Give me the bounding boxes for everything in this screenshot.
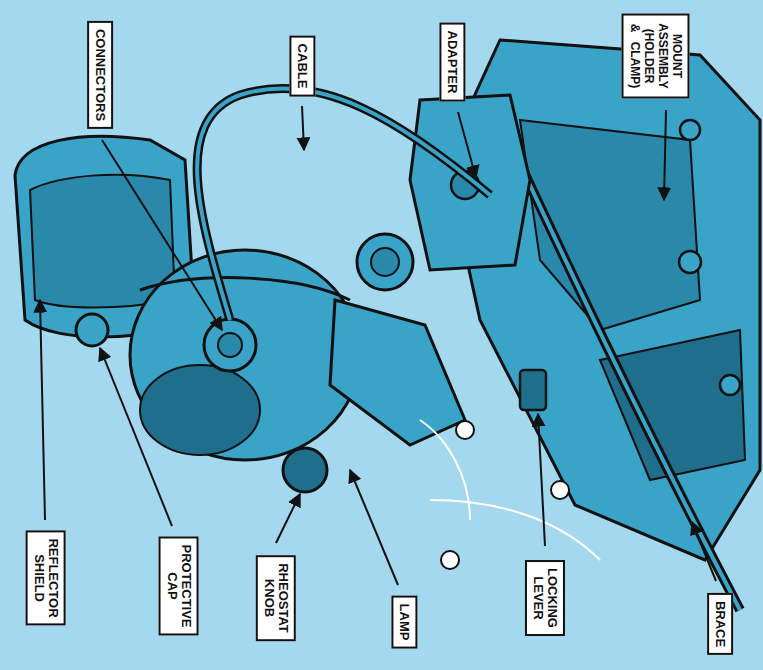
protective-cap (76, 314, 108, 346)
callout-label: ADAPTER (439, 23, 465, 102)
mount-shadow (600, 330, 745, 480)
wing-nut (456, 421, 474, 439)
lamp-body-shadow (140, 365, 260, 455)
callout-label: LAMP (391, 596, 417, 649)
callout-label: CONNECTORS (87, 21, 113, 129)
connector (218, 333, 242, 357)
label-text: BRACE (713, 601, 727, 647)
leader-lines (40, 106, 716, 585)
leader-line (692, 522, 716, 581)
locking-lever (520, 370, 546, 410)
bolt (720, 375, 740, 395)
label-text: MOUNT ASSEMBLY (HOLDER & CLAMP) (627, 22, 683, 91)
cable (197, 88, 490, 320)
wing-nut (551, 481, 569, 499)
leader-line (100, 348, 172, 526)
leader-line (276, 494, 300, 543)
label-text: CONNECTORS (93, 29, 107, 121)
leader-line (458, 112, 476, 178)
wing-nut (441, 551, 459, 569)
callout-label: PROTECTIVE CAP (158, 536, 198, 635)
callout-label: LOCKING LEVER (525, 560, 565, 636)
label-text: CABLE (295, 44, 309, 89)
callout-label: REFLECTOR SHIELD (25, 530, 65, 625)
leader-line (350, 470, 398, 585)
callout-label: BRACE (707, 593, 733, 655)
label-text: PROTECTIVE CAP (164, 544, 192, 627)
leader-line (102, 140, 222, 330)
leader-line (538, 414, 545, 546)
leader-line (302, 106, 304, 150)
callout-label: CABLE (289, 36, 315, 97)
leader-line (664, 110, 666, 200)
connector (204, 319, 256, 371)
label-text: RHEOSTAT KNOB (262, 563, 290, 633)
bolt (679, 251, 701, 273)
callout-label: MOUNT ASSEMBLY (HOLDER & CLAMP) (621, 14, 689, 99)
lamp-body (130, 250, 360, 460)
brace-bar (495, 110, 740, 610)
clamp-band (140, 278, 350, 300)
bolt (680, 120, 700, 140)
label-text: REFLECTOR SHIELD (31, 538, 59, 617)
cable (197, 88, 490, 320)
brace-bar (495, 110, 740, 610)
rheostat-knob (283, 448, 327, 492)
leader-line (40, 300, 45, 520)
label-text: LAMP (397, 604, 411, 641)
label-text: LOCKING LEVER (531, 568, 559, 628)
vehicle-outline (420, 420, 600, 560)
label-text: ADAPTER (445, 31, 459, 94)
callout-label: RHEOSTAT KNOB (256, 555, 296, 641)
pivot-knob (357, 234, 413, 290)
mount-arm (330, 300, 465, 445)
pivot-knob (371, 248, 399, 276)
